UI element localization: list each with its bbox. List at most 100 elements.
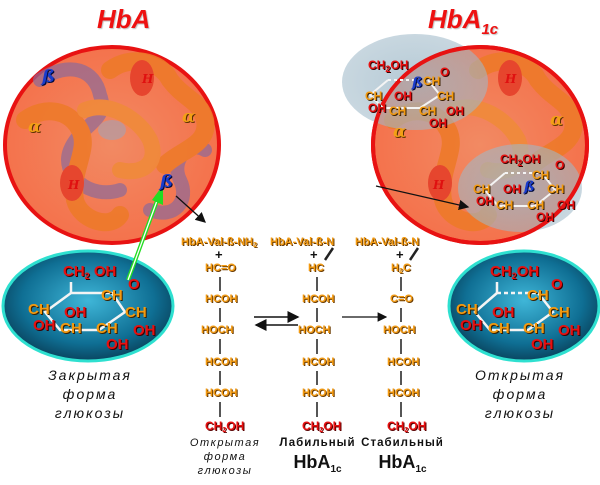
ch2oh-text: CH [63,263,85,280]
ring-oh: OH [133,322,156,339]
col2-terminal: CH2OH [302,419,341,434]
ring-oh: OH [429,116,447,130]
attached-glucose-halo-top [342,34,488,130]
col2-header: HbA-Val-ß-N [270,236,335,248]
ring-ch: CH [419,104,437,118]
ring-oxygen: O [128,276,140,293]
ring-oh: OH [106,336,129,353]
col2-terminal-sub: 2 [319,427,324,434]
col1-terminal-main: CH [205,419,223,433]
ring-oh: OH [531,336,554,353]
hba-outline [3,45,221,245]
col2-terminal-tail: OH [323,419,342,433]
attached-glucose-halo-bottom [458,144,582,232]
col3-terminal-sub: 2 [404,427,409,434]
ring-oh: OH [476,194,494,208]
col3-chain-1: HOCH [383,324,416,336]
col2-chain-2: HOCH [298,324,331,336]
ring-ch: CH [488,320,510,337]
ring-ch: CH [423,74,441,88]
col2-chain-1: HCOH [302,293,335,305]
ring-oh: OH [394,89,412,103]
caption-line: форма [203,451,247,463]
ring-oh: OH [368,101,386,115]
col2-chain-3: HCOH [302,356,335,368]
ring-ch: CH [473,182,491,196]
ring-oh: OH [446,104,464,118]
ring-ch: CH [456,301,478,318]
ring-oh: OH [492,304,515,321]
ring-ch: CH [365,89,383,103]
hba-molecule [3,45,221,245]
col3-header: HbA-Val-ß-N [355,236,420,248]
col1-chain-0: HC=O [205,262,236,274]
col2-hba-main: HbA [293,452,331,472]
col1-plus: + [215,247,223,262]
ring-oh: OH [557,198,575,212]
hba-beta-label-1: ß [42,67,55,87]
ch2oh-text: CH [368,58,386,72]
ring-oh: OH [460,317,483,334]
col1-header: HbA-Val-ß-NH2 [181,236,257,249]
ch2oh-tail: OH [522,152,541,166]
hba1c-heme-label-2: H [433,178,445,192]
ring-ch: CH [437,89,455,103]
col1-chain-2: HOCH [201,324,234,336]
ring-oxygen: O [555,158,565,172]
ring-oh: OH [503,182,521,196]
col2-double-bond-slash [323,247,335,261]
ring-ch: CH [101,287,123,304]
ch2oh-tail: OH [516,263,540,280]
arrow-beta-to-reaction [175,195,206,223]
col3-hba-sub: 1c [415,464,427,475]
col3-terminal: CH2OH [387,419,426,434]
title-hba1c: HbA1c [428,4,498,38]
ring-oh: OH [536,210,554,224]
hba-protein-chains [16,52,215,232]
caption-line: глюкозы [484,405,556,421]
caption-line: Закрытая [48,367,132,383]
ch2oh-sub: 2 [385,64,391,74]
title-hba1c-text: HbA [428,4,482,34]
col3-hba-main: HbA [378,452,416,472]
attached-top-beta: ß [412,75,423,91]
col3-chain-3: HCOH [387,387,420,399]
ring-ch: CH [547,182,565,196]
title-hba-text: HbA [97,4,151,34]
closed-glucose-ring-bonds [43,282,127,332]
open-glucose-shape [447,249,600,363]
col3-chain-2: HCOH [387,356,420,368]
col1-terminal: CH2OH [205,419,244,434]
ring-oh: OH [558,322,581,339]
ch2oh-sub: 2 [517,158,523,168]
col2-hba1c-label: HbA1c [270,452,365,475]
col1-header-sub: 2 [253,242,258,249]
arrow-reaction-to-hba1c [375,185,470,211]
ch2oh-text: CH [490,263,512,280]
closed-glucose-caption: Закрытая форма глюкозы [20,366,160,423]
col3-plus: + [396,247,404,262]
col2-plus: + [310,247,318,262]
col1-caption: Открытая форма глюкозы [180,436,270,478]
col3-first-tail: C [402,262,411,274]
title-hba1c-subscript: 1c [481,21,499,38]
col3-first-main: H [391,262,399,274]
ring-oh: OH [33,317,56,334]
col3-bond-slash [408,247,420,261]
hba-heme-label-2: H [68,178,80,192]
ch2oh-tail: OH [93,263,117,280]
hba-beta-label-2[interactable]: ß [160,172,173,192]
col1-chain-1: HCOH [205,293,238,305]
col3-caption: Стабильный [361,437,444,449]
hba1c-alpha-label-1: α [393,122,407,142]
caption-line: Открытая [474,367,566,383]
col2-terminal-main: CH [302,419,320,433]
col2-chain-0: HC [308,262,324,274]
ring-ch: CH [28,301,50,318]
col1-header-text: HbA-Val-ß-NH [181,236,254,248]
hba1c-molecule [342,34,589,245]
col1-terminal-sub: 2 [222,427,227,434]
hba1c-alpha-label-2: α [550,110,564,130]
col1-chain-4: HCOH [205,387,238,399]
